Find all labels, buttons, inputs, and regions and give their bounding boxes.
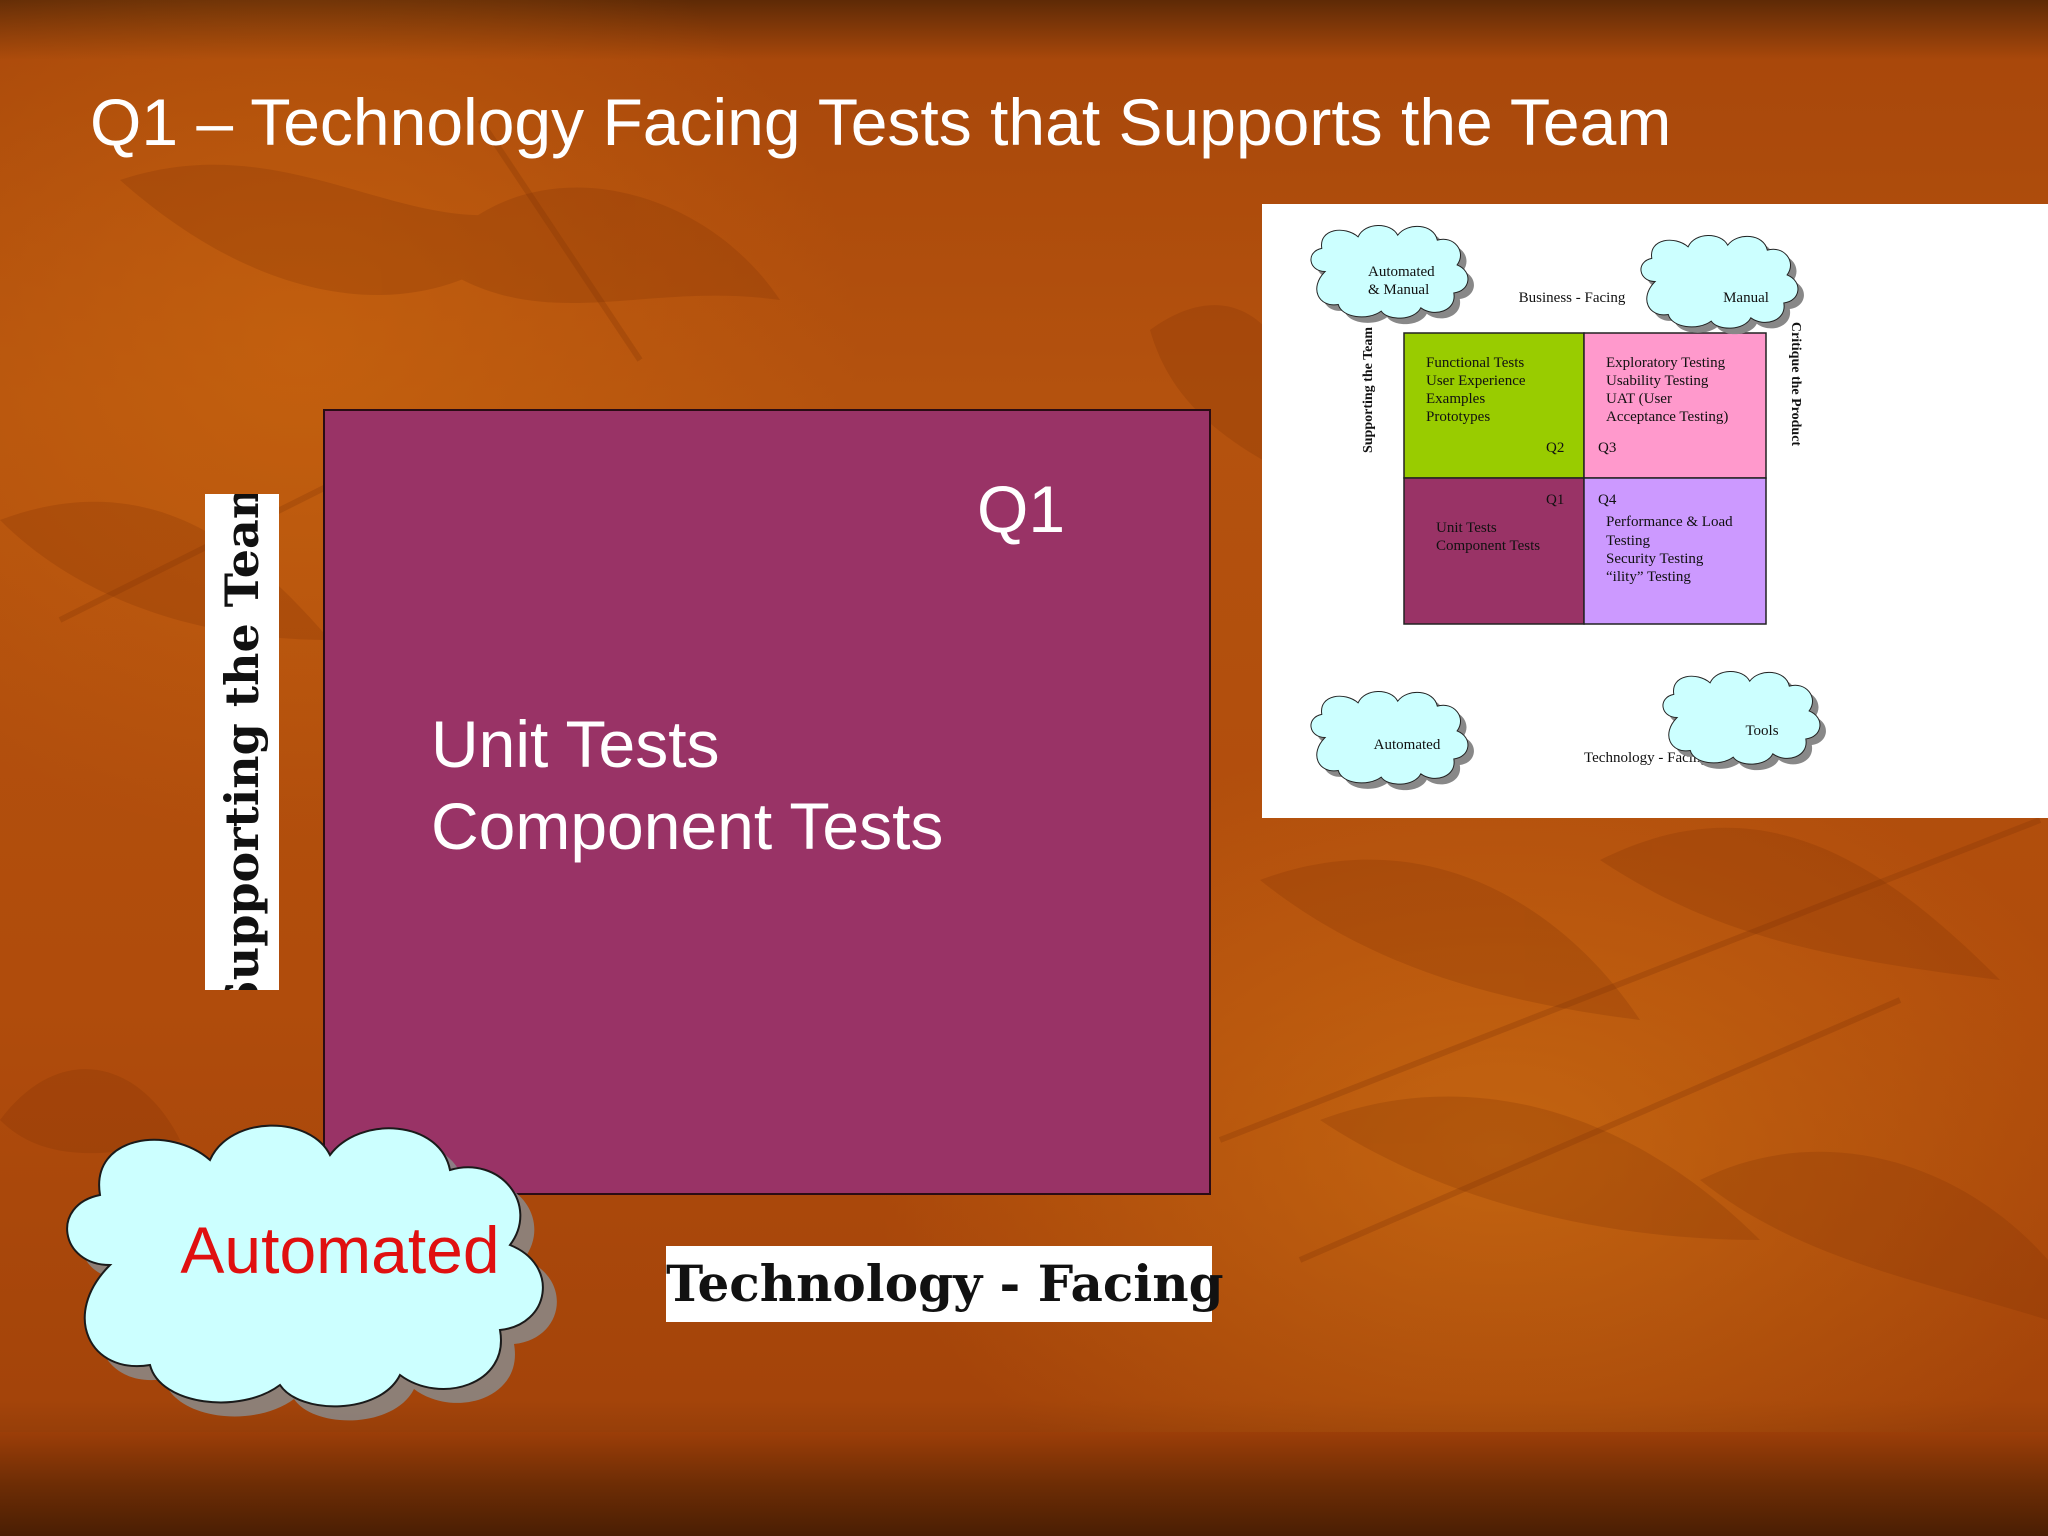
inset-business-facing-label: Business - Facing [1519, 290, 1626, 306]
inset-q4-label: Q4 [1598, 492, 1617, 508]
q1-items: Unit Tests Component Tests [431, 703, 943, 867]
q1-quadrant: Q1 Unit Tests Component Tests [323, 409, 1211, 1195]
supporting-team-text: Supporting the Team [215, 494, 269, 990]
inset-q2-item: Functional Tests [1426, 355, 1524, 371]
inset-q1-item: Unit Tests [1436, 520, 1497, 536]
inset-cloud-bottom-right: Tools [1662, 671, 1826, 771]
q1-item: Unit Tests [431, 707, 720, 781]
inset-q3-item: Acceptance Testing) [1606, 409, 1728, 425]
inset-q2-item: Prototypes [1426, 409, 1490, 425]
inset-q2-box [1403, 332, 1585, 479]
inset-q3-item: UAT (User [1606, 391, 1672, 407]
inset-cloud-bottom-left: Automated [1310, 691, 1474, 791]
inset-cloud-text: Manual [1723, 290, 1769, 306]
bottom-band [0, 1432, 2048, 1536]
technology-facing-label: Technology - Facing [666, 1246, 1224, 1322]
inset-technology-facing-label: Technology - Facing [1584, 750, 1708, 766]
agile-testing-quadrants-diagram: Functional Tests User Experience Example… [1262, 204, 2048, 818]
inset-cloud-text: Tools [1745, 723, 1778, 739]
inset-q3-box [1583, 332, 1767, 479]
cloud-shape [66, 1124, 557, 1421]
inset-critique-product-label: Critique the Product [1788, 322, 1803, 447]
inset-q3-item: Usability Testing [1606, 373, 1709, 389]
inset-q4-item: “ility” Testing [1606, 569, 1691, 585]
inset-q3-item: Exploratory Testing [1606, 355, 1726, 371]
inset-q2-item: Examples [1426, 391, 1485, 407]
inset-q4-item: Security Testing [1606, 551, 1704, 567]
inset-q1-label: Q1 [1546, 492, 1564, 508]
slide-title: Q1 – Technology Facing Tests that Suppor… [90, 85, 1672, 159]
inset-q4-item: Performance & Load [1606, 514, 1733, 530]
inset-cloud-text: Automated [1374, 737, 1441, 753]
supporting-team-label: Supporting the Team [205, 494, 279, 990]
inset-q2-label: Q2 [1546, 440, 1564, 456]
inset-cloud-text: & Manual [1368, 282, 1429, 298]
inset-supporting-team-label: Supporting the Team [1361, 327, 1376, 453]
inset-q1-box [1403, 477, 1585, 625]
q1-item: Component Tests [431, 789, 944, 863]
q1-label: Q1 [977, 472, 1066, 546]
inset-cloud-top-left: Automated & Manual [1310, 225, 1474, 325]
inset-q2-item: User Experience [1426, 373, 1526, 389]
inset-q4-box [1583, 477, 1767, 625]
inset-q3-label: Q3 [1598, 440, 1616, 456]
inset-q1-item: Component Tests [1436, 538, 1540, 554]
inset-cloud-text: Automated [1368, 264, 1435, 280]
automated-cloud-label: Automated [180, 1213, 500, 1287]
inset-q4-item: Testing [1606, 533, 1650, 549]
inset-cloud-top-right: Manual [1640, 235, 1804, 335]
